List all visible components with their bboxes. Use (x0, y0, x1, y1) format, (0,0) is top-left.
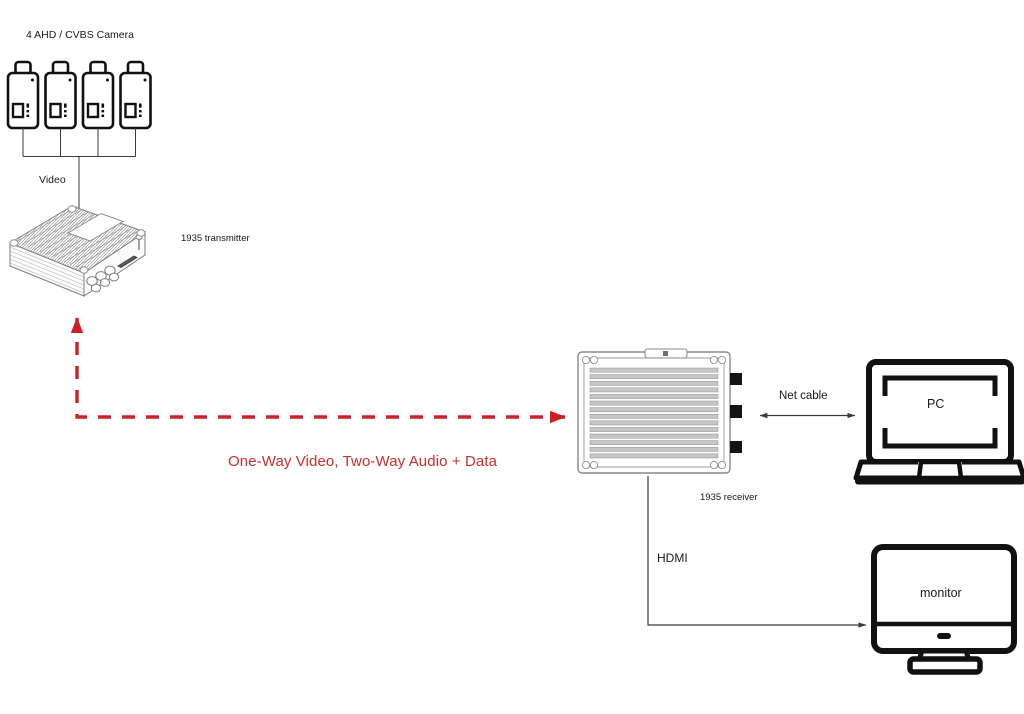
receiver-port-group (730, 373, 742, 453)
device-monitor[interactable] (871, 544, 1017, 675)
video-connection-label: Video (39, 174, 66, 186)
connection-transmitter-to-receiver (70, 317, 566, 424)
transmitter-label: 1935 transmitter (181, 233, 250, 244)
camera-group-label: 4 AHD / CVBS Camera (26, 29, 134, 41)
camera-array (6, 60, 152, 130)
pc-screen-label: PC (927, 397, 945, 411)
hdmi-label: HDMI (657, 551, 688, 565)
monitor-screen-label: monitor (920, 586, 962, 600)
device-receiver[interactable] (577, 348, 742, 474)
device-transmitter[interactable] (8, 205, 147, 297)
bullet-camera-2[interactable] (44, 60, 77, 130)
connection-cameras-to-transmitter (22, 128, 136, 208)
receiver-label: 1935 receiver (700, 492, 758, 503)
bullet-camera-1[interactable] (6, 60, 40, 130)
net-cable-label: Net cable (779, 390, 828, 402)
device-pc-laptop[interactable] (853, 359, 1024, 485)
bullet-camera-4[interactable] (119, 60, 152, 130)
wireless-link-label: One-Way Video, Two-Way Audio + Data (228, 453, 498, 470)
connection-receiver-to-monitor (647, 476, 867, 628)
bullet-camera-3[interactable] (81, 60, 115, 130)
